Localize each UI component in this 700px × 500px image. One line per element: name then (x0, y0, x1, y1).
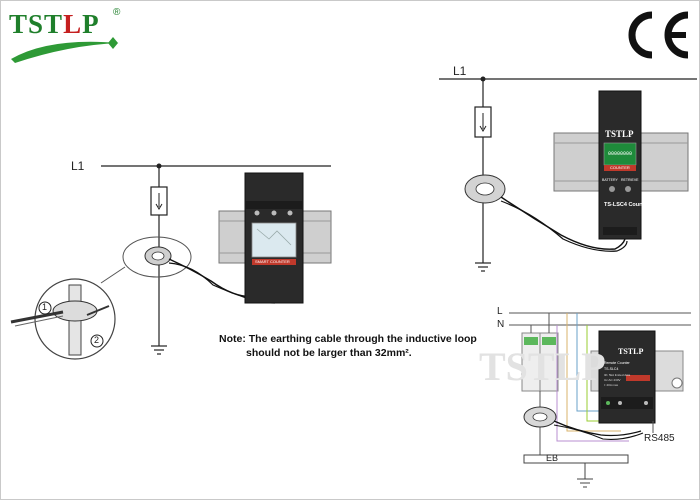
tstlp-logo: TSTLP ® (9, 7, 129, 65)
device-tag: TSTLP (618, 347, 644, 356)
callout-number-1: 1 (42, 302, 48, 312)
eb-label: EB (546, 453, 559, 463)
right-bottom-wiring-diagram (509, 312, 691, 488)
logo-wordmark: TSTLP (9, 9, 100, 39)
device-model: TS-SLC4 (604, 367, 619, 371)
line-n-label: N (497, 319, 505, 330)
registered-mark: ® (113, 7, 121, 18)
watermark-text: TSTLP (479, 344, 606, 389)
left-line-label: L1 (71, 159, 85, 173)
right-top-wiring-diagram (439, 76, 697, 272)
note-line-1: Note: The earthing cable through the ind… (219, 333, 477, 345)
left-wiring-diagram (10, 163, 332, 360)
logo-swoosh-icon (11, 37, 119, 63)
right-top-retrieve-label: RETRIEVE (621, 178, 639, 182)
right-top-line-label: L1 (453, 64, 467, 78)
right-top-model: TS-LSC4 Counter (604, 202, 650, 208)
line-l-label: L (497, 306, 503, 317)
ce-mark-icon (622, 9, 694, 61)
right-top-brand: TSTLP (605, 129, 634, 139)
device-spec-2: Uc:AC 230V (604, 378, 621, 382)
callout-number-2: 2 (94, 335, 100, 345)
note-line-2: should not be larger than 32mm². (246, 347, 412, 359)
right-top-battery-label: BATTERY (602, 178, 618, 182)
installation-note: Note: The earthing cable through the ind… (219, 332, 477, 360)
rs485-label: RS485 (644, 433, 675, 444)
left-device-label: SMART COUNTER (255, 259, 290, 264)
device-title: Remote Counter (604, 361, 630, 365)
right-top-counter-tag: COUNTER (610, 165, 630, 170)
device-spec-3: I: 20A max (604, 383, 619, 387)
device-spec-1: Ith: 5kA limited data (604, 373, 631, 377)
right-top-display-value: 00000000 (608, 151, 633, 157)
